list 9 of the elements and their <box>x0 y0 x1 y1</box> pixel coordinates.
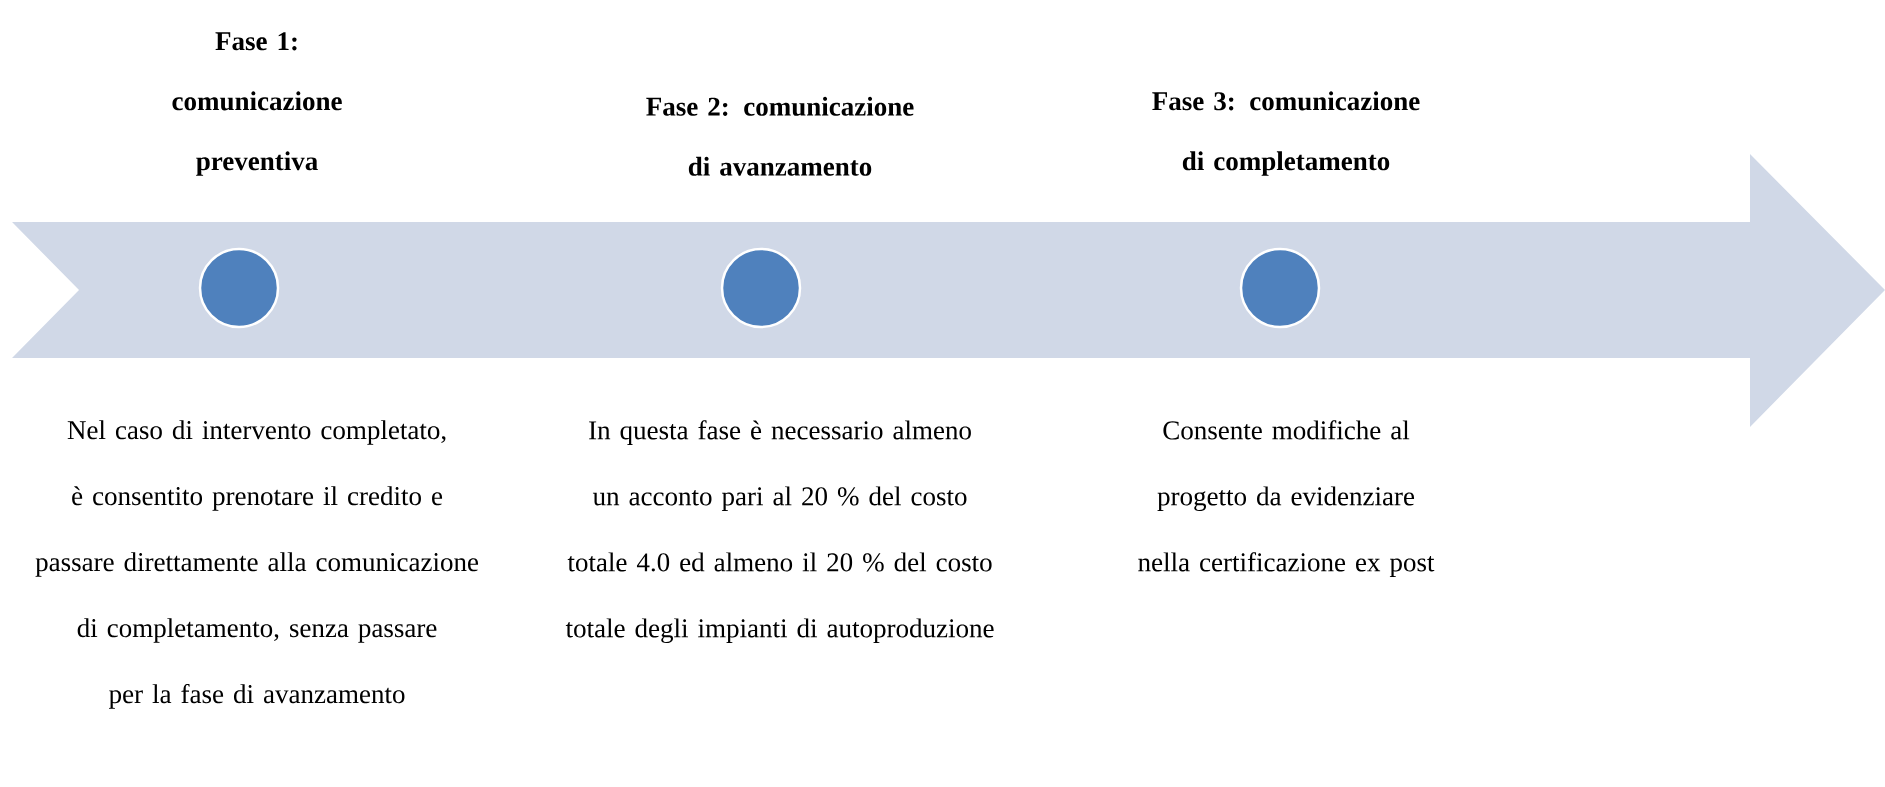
milestone-circle <box>1239 247 1321 329</box>
milestone-circle <box>720 247 802 329</box>
phase-description: Nel caso di intervento completato, è consentito prenotare il credito e passare direttamente alla comunicazione di completamento, senza passare per la fase di avanzamento <box>35 420 479 709</box>
phase-description: In questa fase è necessario almeno un acconto pari al 20 % del costo totale 4.0 ed almeno il 20 % del costo totale degli impianti di autoproduzione <box>565 420 994 644</box>
milestone-circle <box>198 247 280 329</box>
phase-heading: Fase 3: comunicazione di completamento <box>1152 91 1420 176</box>
phase-description: Consente modifiche al progetto da evidenziare nella certificazione ex post <box>1138 420 1435 577</box>
phase-heading: Fase 2: comunicazione di avanzamento <box>646 96 914 176</box>
phase-heading: Fase 1: comunicazione preventiva <box>172 32 342 176</box>
